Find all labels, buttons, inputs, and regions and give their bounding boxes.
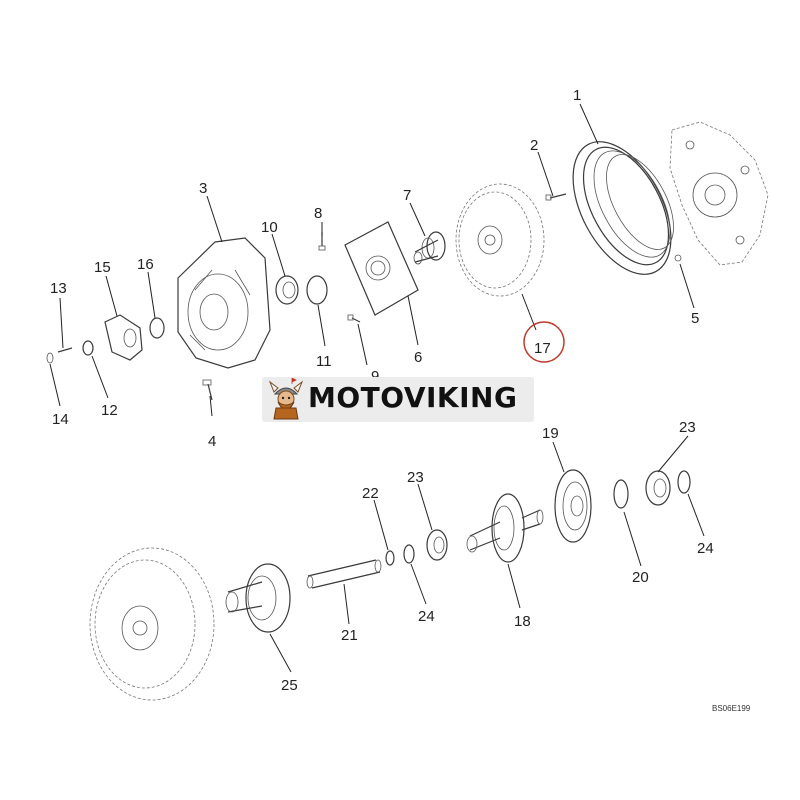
- callout-label: 24: [697, 540, 714, 557]
- callout-label: 9: [371, 368, 379, 385]
- part-bearing-right: [645, 470, 671, 506]
- callout-label: 2: [530, 137, 538, 154]
- callout-label: 10: [261, 219, 278, 236]
- callout-label: 12: [101, 402, 118, 419]
- callout-label: 1: [573, 87, 581, 104]
- watermark-band: [262, 377, 534, 422]
- callout-label: 16: [137, 256, 154, 273]
- callout-label: 24: [418, 608, 435, 625]
- callout-label: 18: [514, 613, 531, 630]
- part-snap-ring-20: [613, 479, 629, 509]
- part-shaft: [306, 559, 382, 589]
- callout-label: 22: [362, 485, 379, 502]
- callout-label: 23: [679, 419, 696, 436]
- part-snap-ring-upper: [306, 275, 328, 305]
- callout-label: 19: [542, 425, 559, 442]
- part-seal: [275, 275, 299, 305]
- part-input-hub: [413, 231, 446, 265]
- callout-labels: 1 2 3 4 5 6 7 8 9 10 11 12 13 14 15 16 1…: [50, 87, 714, 694]
- part-snap-ring-lower-right: [677, 470, 691, 494]
- callout-label: 20: [632, 569, 649, 586]
- callout-label: 23: [407, 469, 424, 486]
- callout-label: 15: [94, 259, 111, 276]
- part-engine-plate: [669, 121, 769, 266]
- part-converter-housing: [177, 237, 271, 369]
- part-small-fasteners: [46, 340, 94, 364]
- callout-label: 13: [50, 280, 67, 297]
- part-flex-plate: [344, 221, 419, 316]
- callout-label: 21: [341, 627, 358, 644]
- watermark-text: MOTOVIKING: [308, 381, 518, 414]
- callout-label-highlighted: 17: [534, 340, 551, 357]
- callout-label: 14: [52, 411, 69, 428]
- callout-label: 11: [316, 353, 332, 370]
- part-snap-ring-lower-left: [403, 544, 415, 564]
- part-torque-converter-upper: [455, 183, 545, 297]
- viking-mascot-icon: [268, 378, 304, 420]
- callout-label: 25: [281, 677, 298, 694]
- part-flywheel-housing: [572, 141, 674, 275]
- part-bolt-4: [202, 379, 213, 401]
- reference-code: BS06E199: [712, 704, 751, 713]
- part-o-ring: [149, 317, 165, 339]
- callout-label: 7: [403, 187, 411, 204]
- part-retaining-ring: [385, 550, 395, 566]
- callout-label: 4: [208, 433, 216, 450]
- part-gear-shaft: [466, 493, 544, 563]
- callout-label: 6: [414, 349, 422, 366]
- callout-label: 8: [314, 205, 322, 222]
- part-gear: [554, 469, 592, 543]
- part-pump-assembly: [225, 563, 291, 633]
- part-bearing-left: [426, 529, 448, 561]
- callout-label: 5: [691, 310, 699, 327]
- callout-17-highlight: [523, 321, 565, 363]
- leader-lines: [49, 103, 705, 673]
- callout-label: 3: [199, 180, 207, 197]
- part-torque-converter-lower: [89, 547, 215, 701]
- part-yoke: [104, 314, 143, 361]
